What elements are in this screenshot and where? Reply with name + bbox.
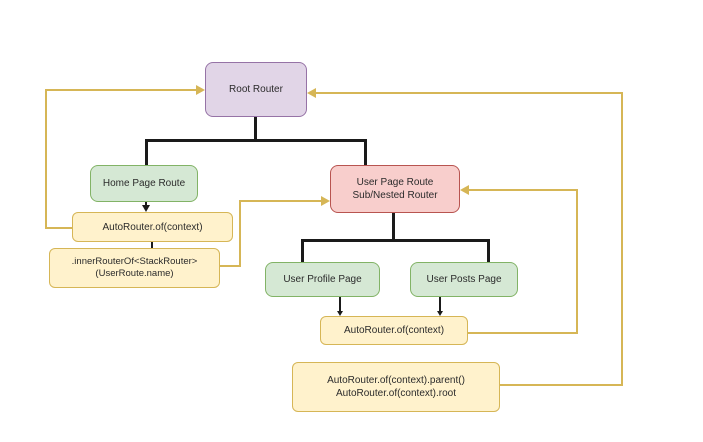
edge-autorouter-left-out bbox=[45, 227, 72, 229]
node-autorouter-parent-root-line2: AutoRouter.of(context).root bbox=[335, 388, 457, 399]
edge-to-user-posts-page bbox=[487, 239, 490, 263]
node-autorouter-of-context-center-label: AutoRouter.of(context) bbox=[343, 325, 445, 336]
node-user-posts-page: User Posts Page bbox=[410, 262, 518, 297]
edge-home-to-autorouter bbox=[145, 202, 147, 207]
node-user-posts-page-label: User Posts Page bbox=[426, 274, 502, 285]
edge-to-home-page-route bbox=[145, 139, 148, 166]
node-user-page-route: User Page Route Sub/Nested Router bbox=[330, 165, 460, 213]
edge-to-user-page-route bbox=[364, 139, 367, 166]
node-home-page-route: Home Page Route bbox=[90, 165, 198, 202]
node-user-profile-page: User Profile Page bbox=[265, 262, 380, 297]
edge-mid-vertical bbox=[239, 200, 241, 267]
edge-inner-loop-vertical bbox=[576, 189, 578, 334]
edge-autorouter-bottom-out bbox=[500, 384, 623, 386]
arrowhead-posts-to-autorouter bbox=[437, 311, 443, 316]
edge-root-children-bar bbox=[145, 139, 367, 142]
node-user-page-route-line2: Sub/Nested Router bbox=[352, 190, 438, 201]
arrowhead-into-root-left bbox=[196, 85, 205, 95]
edge-posts-to-autorouter bbox=[439, 297, 441, 312]
arrowhead-home-to-autorouter bbox=[142, 205, 150, 212]
node-inner-router-of: .innerRouterOf<StackRouter> (UserRoute.n… bbox=[49, 248, 220, 288]
arrowhead-into-user-route-left bbox=[321, 196, 330, 206]
edge-left-loop-top bbox=[45, 89, 197, 91]
node-autorouter-of-context-left: AutoRouter.of(context) bbox=[72, 212, 233, 242]
edge-autorouter-to-innerrouter bbox=[151, 242, 153, 249]
node-autorouter-of-context-left-label: AutoRouter.of(context) bbox=[102, 221, 203, 233]
edge-left-loop-vertical bbox=[45, 89, 47, 229]
edge-autorouter-center-out bbox=[468, 332, 578, 334]
node-root-router: Root Router bbox=[205, 62, 307, 117]
edge-root-stem bbox=[254, 117, 257, 141]
arrowhead-into-root-right bbox=[307, 88, 316, 98]
node-autorouter-parent-root-line1: AutoRouter.of(context).parent() bbox=[327, 375, 465, 386]
edge-to-user-profile-page bbox=[301, 239, 304, 263]
edge-mid-top bbox=[239, 200, 322, 202]
node-home-page-route-label: Home Page Route bbox=[102, 178, 186, 189]
arrowhead-into-user-route-right bbox=[460, 185, 469, 195]
edge-innerrouter-out bbox=[220, 265, 241, 267]
edge-outer-loop-top bbox=[316, 92, 623, 94]
edge-user-children-bar bbox=[301, 239, 490, 242]
node-inner-router-of-line2: (UserRoute.name) bbox=[95, 268, 174, 279]
edge-outer-loop-vertical bbox=[621, 92, 623, 386]
edge-inner-loop-top bbox=[469, 189, 578, 191]
node-user-page-route-line1: User Page Route bbox=[356, 177, 434, 188]
node-inner-router-of-line1: .innerRouterOf<StackRouter> bbox=[71, 255, 198, 267]
node-root-router-label: Root Router bbox=[229, 84, 283, 95]
node-autorouter-parent-root: AutoRouter.of(context).parent() AutoRout… bbox=[292, 362, 500, 412]
edge-user-route-stem bbox=[392, 212, 395, 242]
edge-profile-to-autorouter bbox=[339, 297, 341, 312]
node-autorouter-of-context-center: AutoRouter.of(context) bbox=[320, 316, 468, 345]
node-user-profile-page-label: User Profile Page bbox=[283, 274, 362, 285]
arrowhead-profile-to-autorouter bbox=[337, 311, 343, 316]
